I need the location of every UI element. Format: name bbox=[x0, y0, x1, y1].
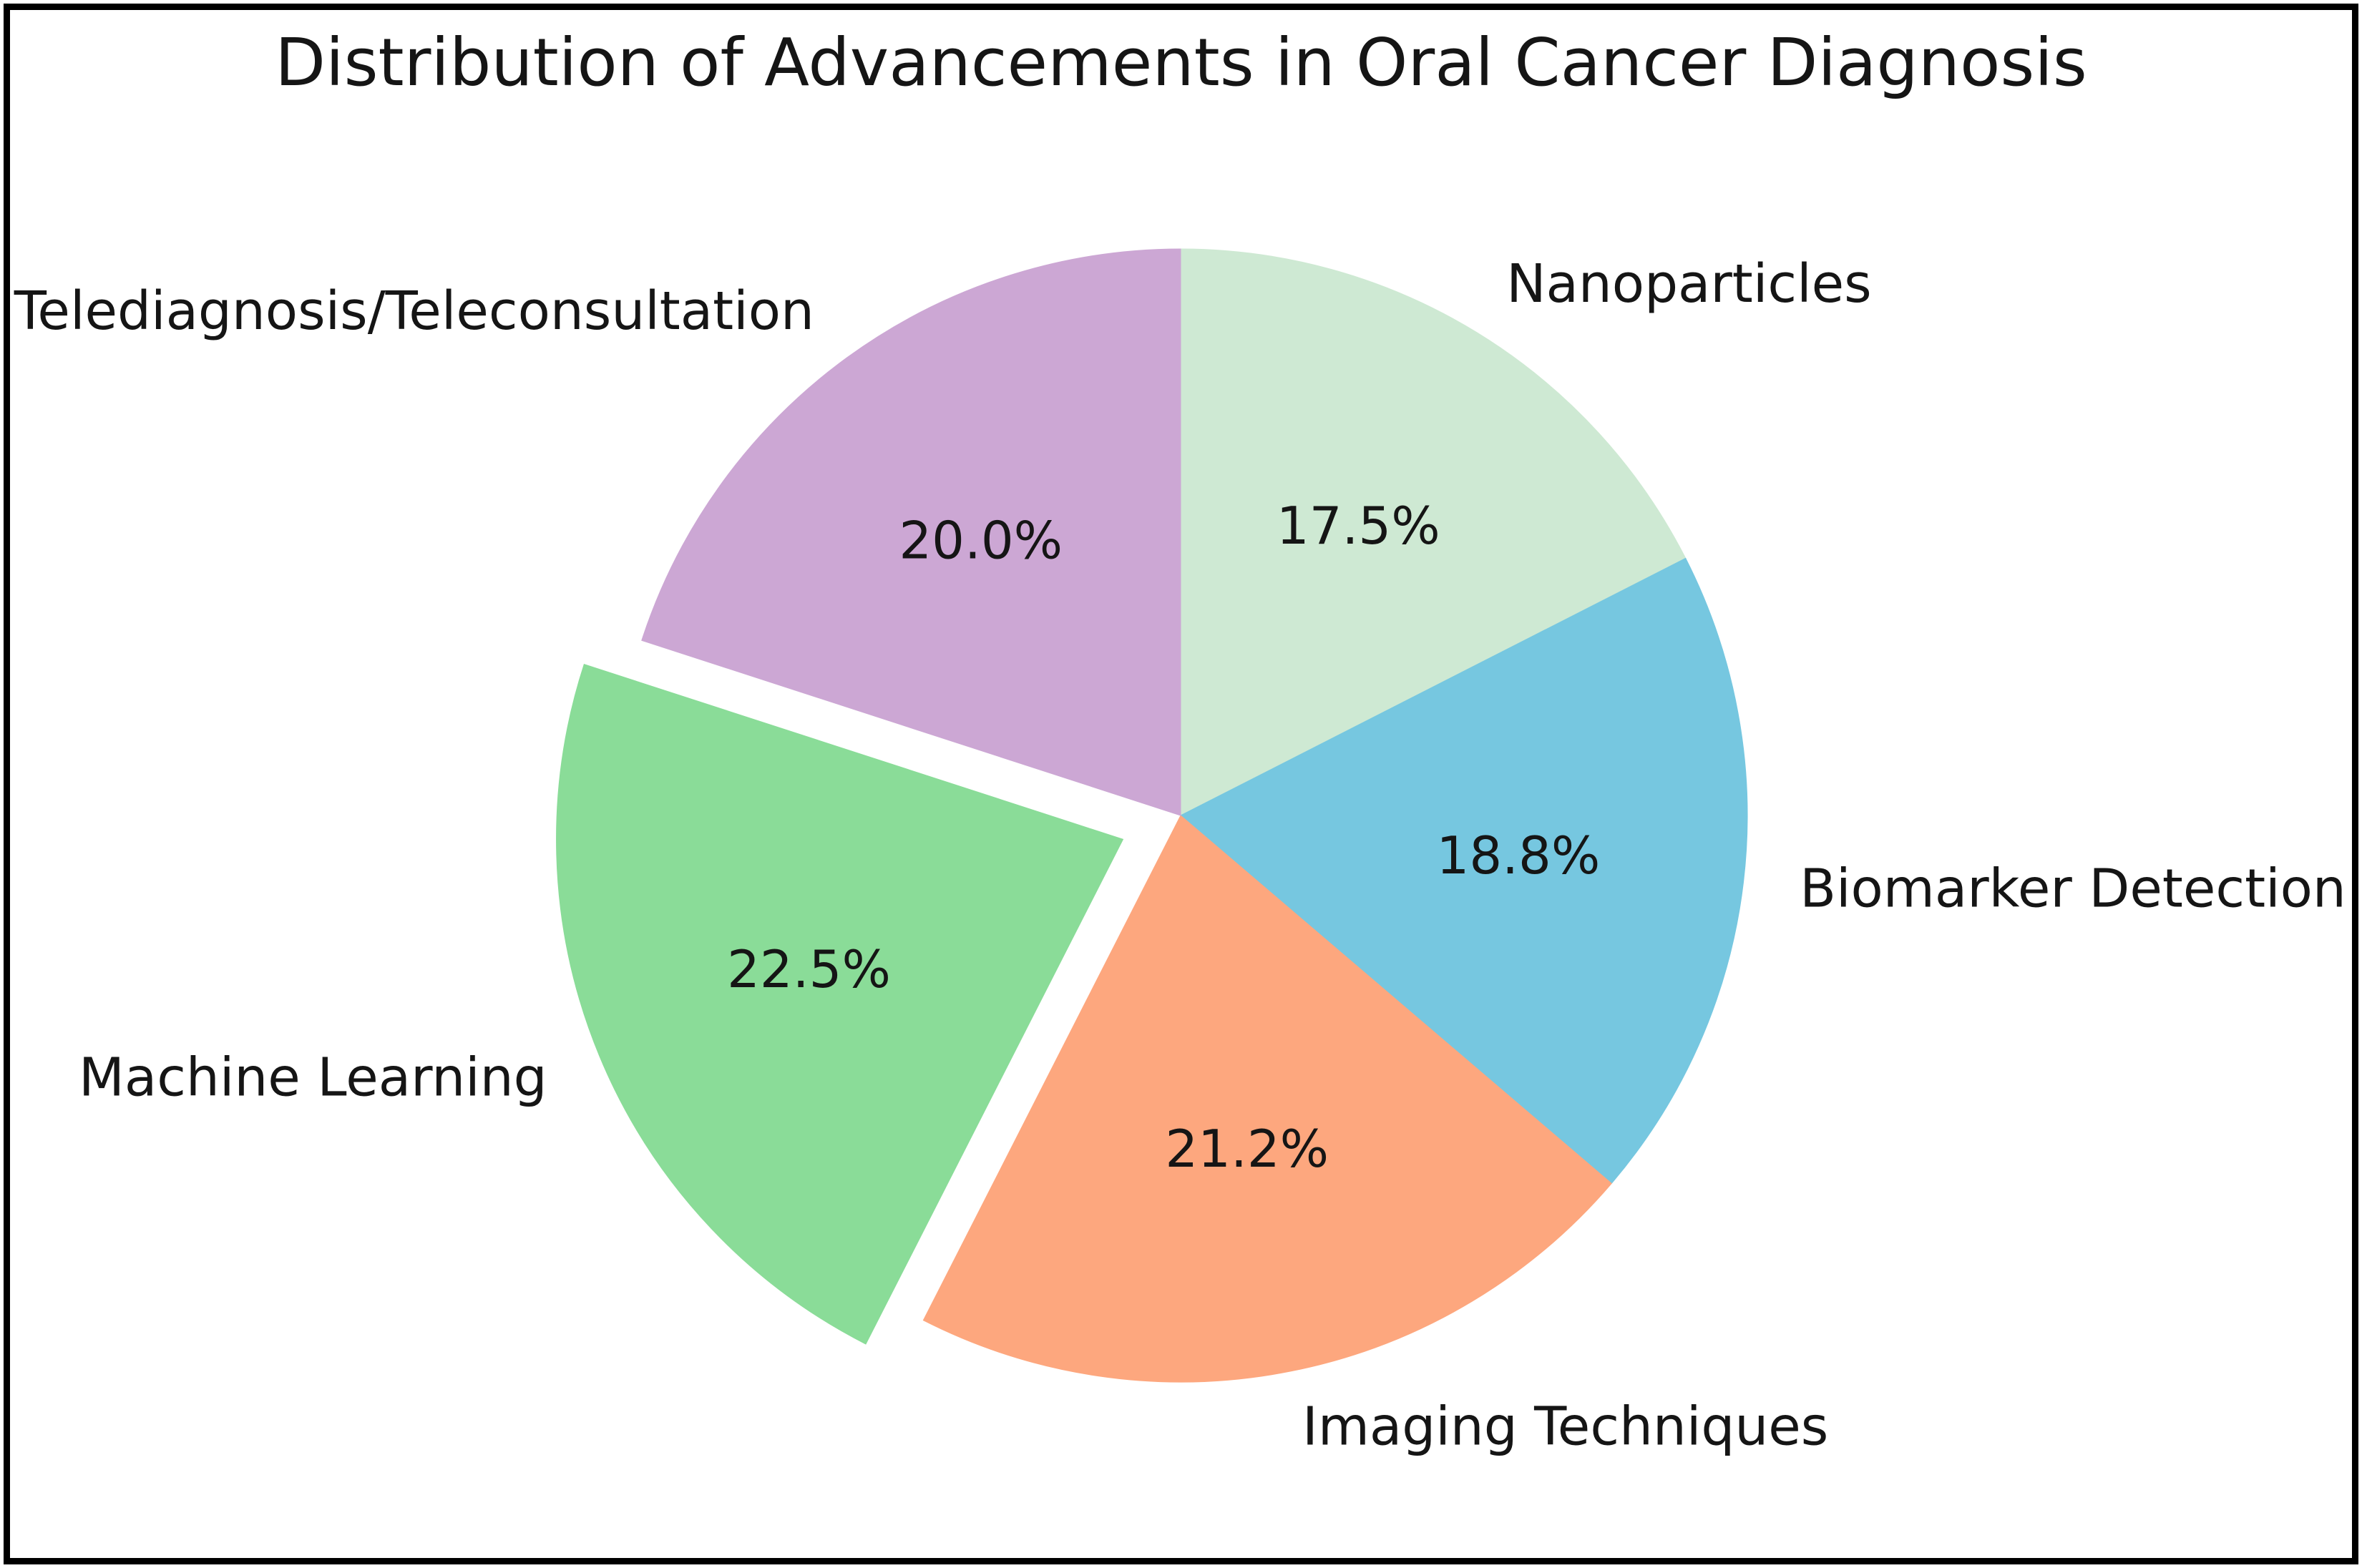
category-label-machine-learning: Machine Learning bbox=[79, 1047, 547, 1109]
category-label-biomarker-detection: Biomarker Detection bbox=[1800, 858, 2346, 919]
pct-label-biomarker-detection: 18.8% bbox=[1437, 825, 1601, 886]
pct-label-machine-learning: 22.5% bbox=[727, 939, 891, 999]
category-label-nanoparticles: Nanoparticles bbox=[1506, 253, 1872, 315]
pct-label-imaging-techniques: 21.2% bbox=[1165, 1119, 1329, 1179]
category-label-imaging-techniques: Imaging Techniques bbox=[1302, 1396, 1828, 1458]
pie-slice-telediagnosis-teleconsultation bbox=[641, 248, 1181, 816]
chart-title: Distribution of Advancements in Oral Can… bbox=[275, 24, 2087, 101]
pie-slice-biomarker-detection bbox=[1180, 557, 1748, 1185]
pct-label-nanoparticles: 17.5% bbox=[1277, 496, 1440, 556]
pie-slice-machine-learning bbox=[556, 663, 1124, 1345]
pie-slice-nanoparticles bbox=[1180, 248, 1687, 816]
pie-slice-imaging-techniques bbox=[922, 815, 1612, 1383]
category-label-telediagnosis-teleconsultation: Telediagnosis/Teleconsultation bbox=[14, 280, 814, 342]
pct-label-telediagnosis-teleconsultation: 20.0% bbox=[899, 511, 1063, 571]
